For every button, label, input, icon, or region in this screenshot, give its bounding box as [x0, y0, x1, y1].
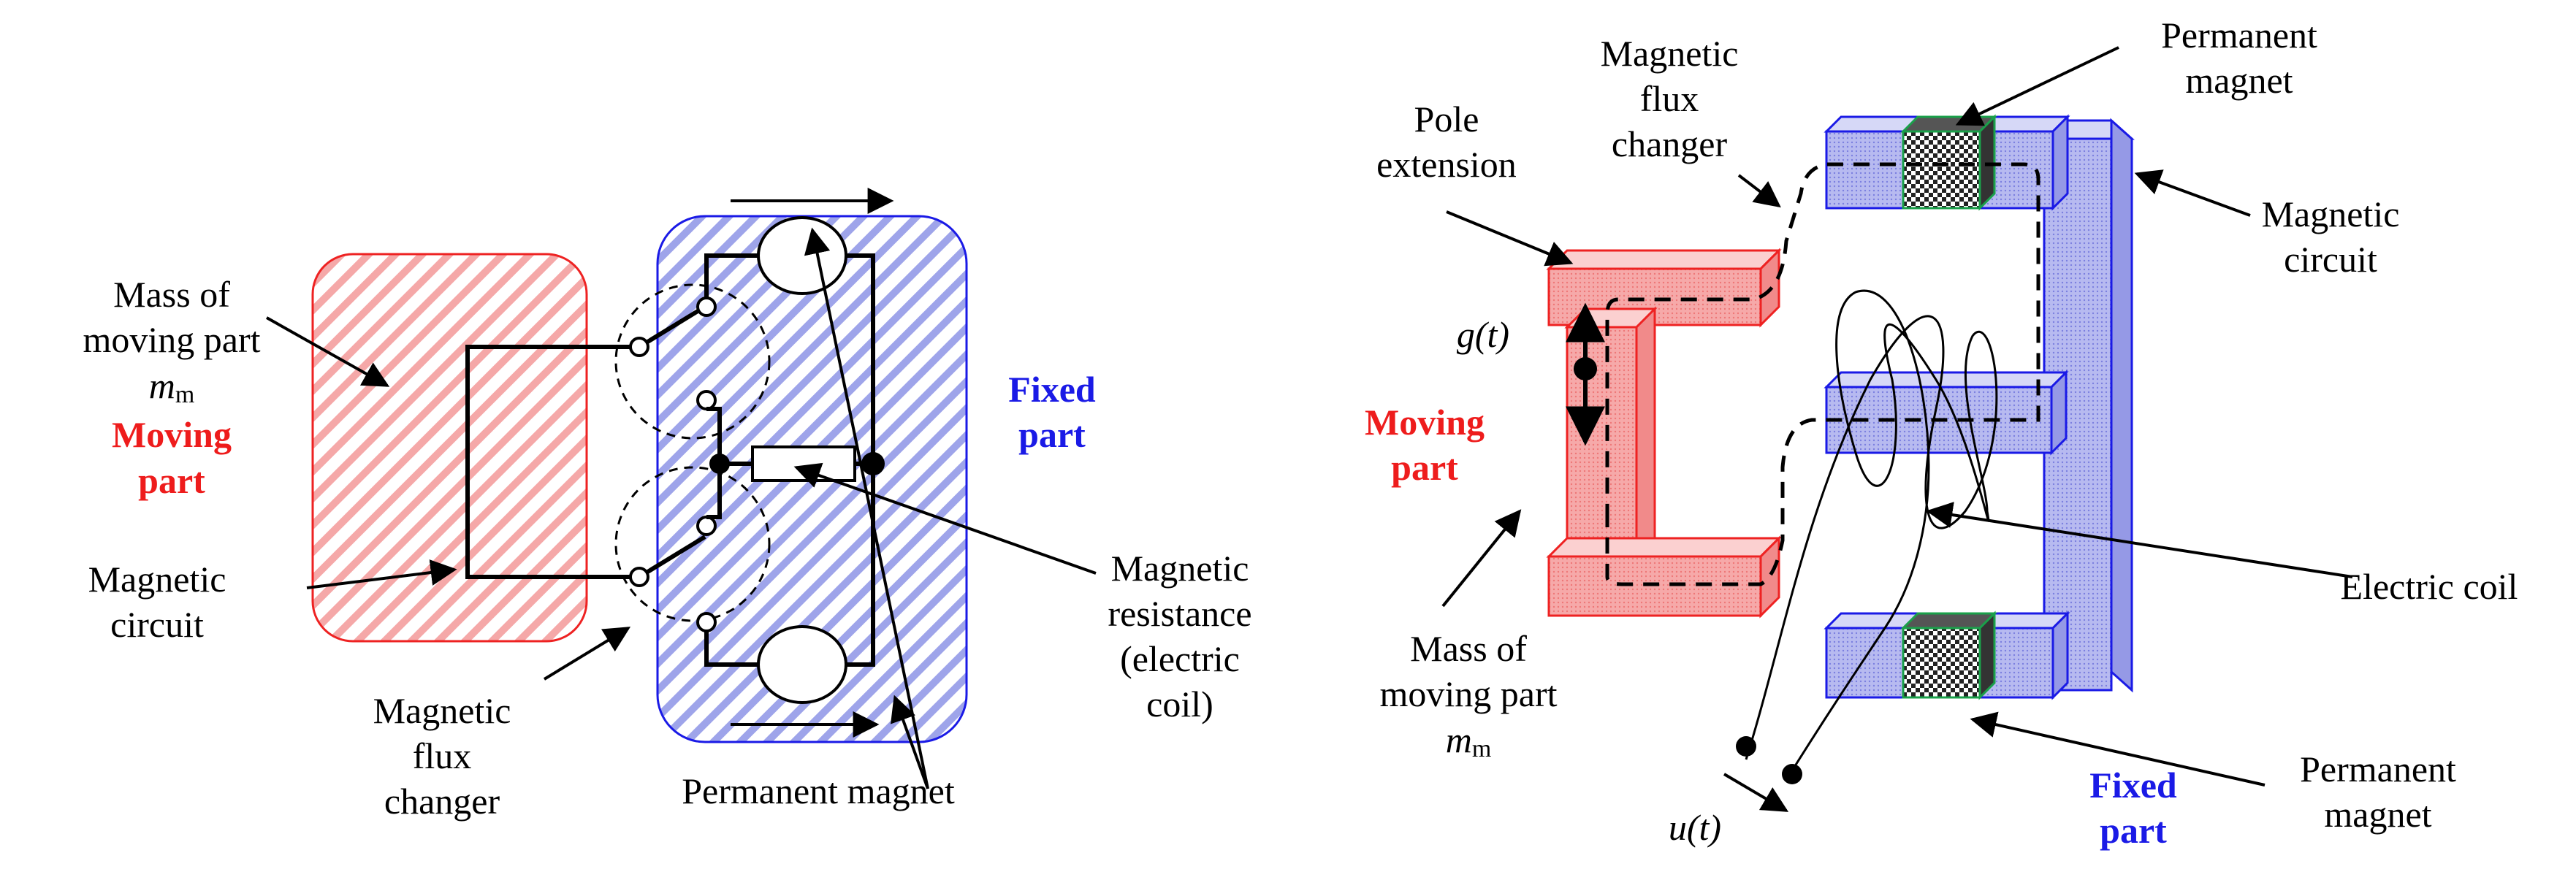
right-flux-changer-label-2: flux	[1640, 78, 1699, 119]
right-permanent-magnet-bottom-label-2: magnet	[2324, 794, 2431, 835]
right-magnetic-circuit-label-2: circuit	[2284, 239, 2377, 280]
right-fixed-part-label-2: part	[2100, 810, 2167, 851]
right-permanent-magnet-top-label-2: magnet	[2185, 60, 2293, 101]
right-fixed-part-label-1: Fixed	[2089, 765, 2177, 806]
right-mass-symbol: mm	[1446, 719, 1492, 762]
left-mass-symbol: mm	[149, 365, 195, 408]
switch-top-contact-a	[629, 337, 649, 357]
left-fixed-part-label-2: part	[1018, 414, 1086, 455]
pointer-flux-changer	[1737, 174, 1781, 208]
magnetic-flux-path	[1605, 162, 2040, 586]
right-permanent-magnet-top-label-1: Permanent	[2161, 15, 2317, 56]
right-moving-part-label-2: part	[1391, 447, 1458, 488]
switch-top-contact-c	[696, 390, 717, 410]
left-moving-part-label-2: part	[138, 460, 205, 501]
pointer-mass	[1441, 509, 1522, 608]
right-flux-changer-label-3: changer	[1612, 123, 1728, 164]
switch-bottom-contact-b	[696, 516, 717, 536]
pointer-resistance	[793, 462, 1097, 575]
left-magnetic-circuit-label-1: Magnetic	[88, 559, 226, 600]
right-mass-label-1: Mass of	[1410, 628, 1527, 669]
flux-changer-circle-bottom	[614, 466, 771, 622]
right-pole-extension-label-2: extension	[1376, 144, 1517, 185]
pointer-pole-extension	[1446, 210, 1574, 267]
left-mass-label-1: Mass of	[113, 274, 230, 315]
left-mass-label-2: moving part	[83, 319, 260, 360]
pointer-permanent-magnet-bottom	[1970, 711, 2266, 787]
voltage-arrow	[1723, 773, 1789, 812]
right-voltage-label: u(t)	[1669, 807, 1721, 848]
permanent-magnet-bottom-3d	[1900, 611, 1997, 700]
left-flux-changer-label-1: Magnetic	[373, 690, 511, 731]
permanent-magnet-bottom	[757, 625, 847, 704]
left-resistance-label-2: resistance	[1108, 593, 1251, 634]
junction-right	[861, 452, 885, 475]
left-flux-changer-label-3: changer	[384, 781, 500, 822]
switch-bottom-contact-a	[629, 567, 649, 587]
right-flux-changer-label-1: Magnetic	[1601, 33, 1739, 74]
switch-top	[638, 305, 706, 349]
left-flux-changer-label-2: flux	[413, 735, 472, 776]
flux-changer-circle-top	[614, 283, 771, 440]
pointer-permanent-magnet-top	[1955, 46, 2119, 126]
left-resistance-label-4: coil)	[1146, 684, 1213, 724]
pointer-magnetic-circuit	[306, 559, 457, 589]
left-moving-part-label-1: Moving	[112, 414, 232, 455]
pointer-magnet-bottom	[891, 695, 929, 789]
magnetic-circuit-loop	[465, 345, 639, 579]
left-permanent-magnet-label: Permanent magnet	[682, 770, 955, 811]
switch-bottom-contact-c	[696, 612, 717, 632]
coil-terminal-1	[1736, 736, 1756, 757]
pointer-magnetic-circuit	[2134, 169, 2251, 217]
gap-dot	[1574, 357, 1597, 380]
right-diagram: Pole extension Magnetic flux changer Per…	[1365, 15, 2518, 851]
right-electric-coil-label: Electric coil	[2341, 566, 2518, 607]
right-pole-extension-label-1: Pole	[1414, 99, 1479, 139]
switch-top-contact-b	[696, 296, 717, 317]
left-resistance-label-1: Magnetic	[1111, 548, 1249, 589]
left-resistance-label-3: (electric	[1120, 638, 1240, 679]
left-fixed-part-label-1: Fixed	[1008, 369, 1096, 410]
magnetic-resistance	[751, 445, 856, 482]
permanent-magnet-top	[757, 216, 847, 295]
left-magnetic-circuit-label-2: circuit	[110, 604, 204, 645]
pointer-flux-changer	[543, 627, 631, 681]
junction-left	[709, 454, 730, 474]
right-gap-label: g(t)	[1457, 314, 1509, 355]
switch-bottom	[638, 535, 706, 579]
electric-coil-winding	[1745, 289, 1998, 775]
right-mass-label-2: moving part	[1379, 673, 1557, 714]
pointer-electric-coil	[1926, 502, 2353, 578]
fixed-mid-block	[1824, 370, 2069, 456]
coil-terminal-2	[1782, 764, 1802, 784]
moving-part-block	[311, 253, 588, 643]
right-magnetic-circuit-label-1: Magnetic	[2262, 194, 2400, 234]
pointer-mass	[266, 316, 390, 387]
right-moving-part-label-1: Moving	[1365, 402, 1485, 443]
right-permanent-magnet-bottom-label-1: Permanent	[2300, 749, 2456, 789]
left-diagram: Mass of moving part mm Moving part Magne…	[83, 188, 1252, 822]
